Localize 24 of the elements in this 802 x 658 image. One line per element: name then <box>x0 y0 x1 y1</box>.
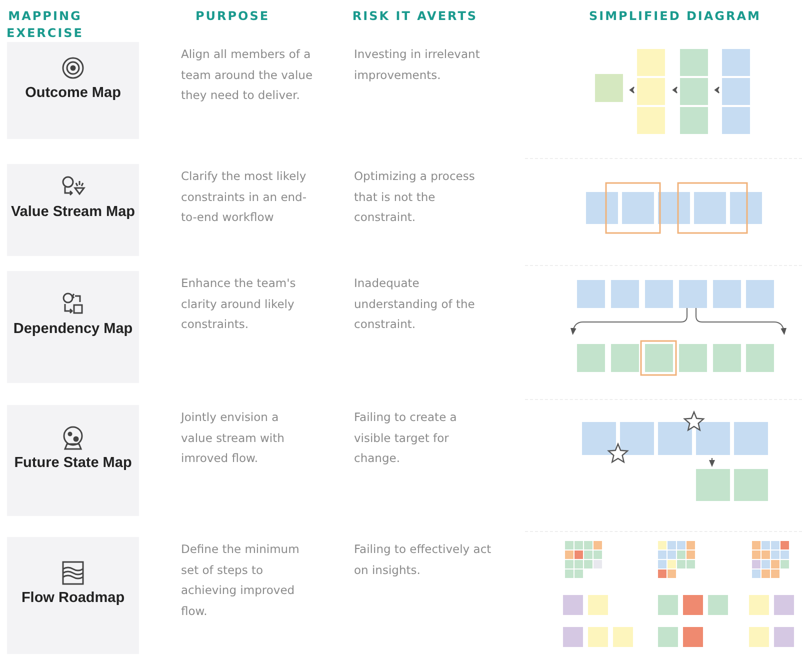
exercise-name: Dependency Map <box>12 321 134 338</box>
risk-text: Failing to create a visible target for change. <box>354 409 458 467</box>
purpose-text: Enhance the team's clarity around likely constraints. <box>181 275 297 333</box>
column-header: MAPPING EXERCISE <box>6 8 84 42</box>
exercise-card <box>7 42 139 139</box>
risk-text: Inadequate understanding of the constraint. <box>354 275 476 333</box>
purpose-text: Define the minimum set of steps to achieving improved flow. <box>181 541 300 620</box>
exercise-name: Future State Map <box>13 454 133 472</box>
exercise-card <box>7 164 139 256</box>
purpose-text: Jointly envision a value stream with imroved flow. <box>181 409 286 467</box>
exercise-name: Outcome Map <box>24 84 122 102</box>
risk-text: Optimizing a process that is not the constraint. <box>354 168 476 226</box>
exercise-name: Value Stream Map <box>10 204 136 221</box>
column-header: PURPOSE <box>194 8 271 25</box>
purpose-text: Align all members of a team around the value they need to deliver. <box>181 46 313 104</box>
exercise-card <box>7 405 139 516</box>
exercise-card <box>7 537 139 654</box>
purpose-text: Clarify the most likely constraints in an end-to-end workflow <box>181 168 308 226</box>
column-header: SIMPLIFIED DIAGRAM <box>588 8 762 25</box>
risk-text: Failing to effectively act on insights. <box>354 541 492 578</box>
exercise-card <box>7 271 139 383</box>
exercise-name: Flow Roadmap <box>20 590 126 606</box>
column-header: RISK IT AVERTS <box>351 8 479 25</box>
risk-text: Investing in irrelevant improvements. <box>354 46 481 84</box>
